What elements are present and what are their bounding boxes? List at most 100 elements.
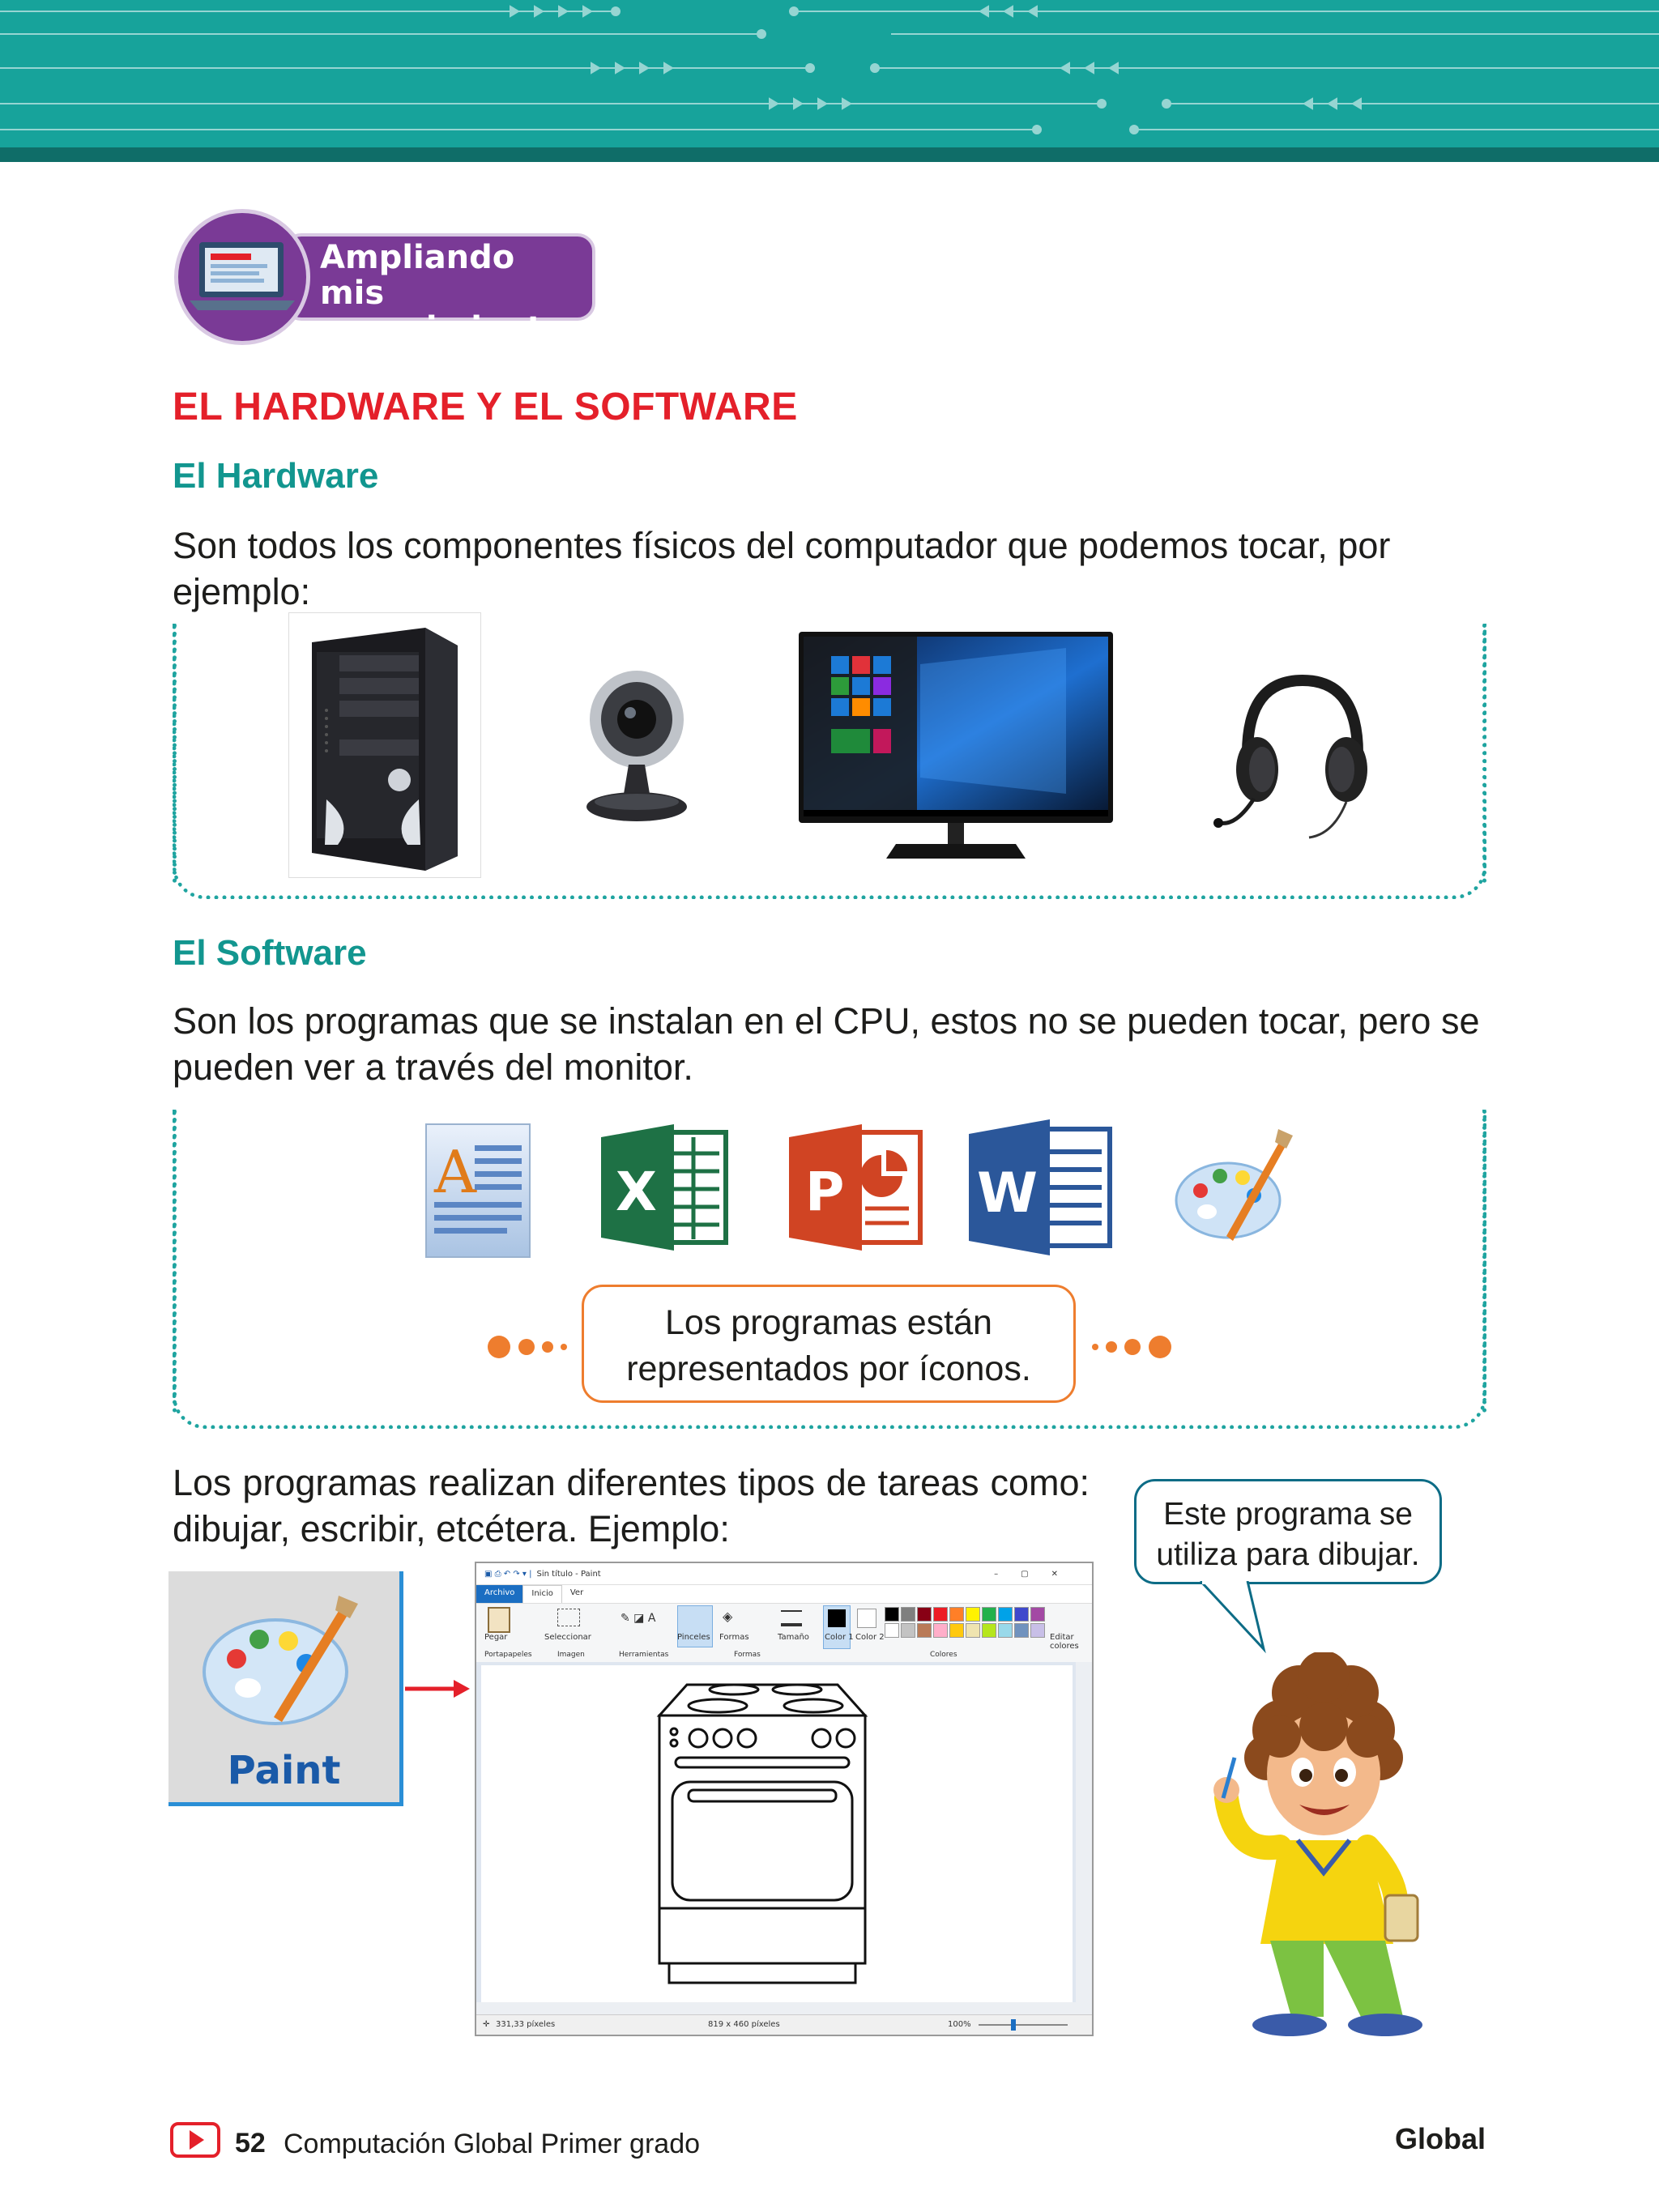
paint-tile-icon xyxy=(203,1596,358,1725)
programs-text: Los programas realizan diferentes tipos … xyxy=(173,1462,1090,1549)
excel-icon: X xyxy=(601,1124,728,1251)
palette-swatch[interactable] xyxy=(885,1623,899,1638)
palette-swatch[interactable] xyxy=(949,1623,964,1638)
paint-statusbar: ✛ 331,33 píxeles 819 x 460 píxeles 100% xyxy=(476,2014,1092,2035)
stove-drawing xyxy=(656,1683,868,1984)
paint-label: Paint xyxy=(227,1748,341,1793)
section-badge xyxy=(284,233,595,321)
publisher-brand: Global xyxy=(1395,2122,1486,2155)
palette-swatch[interactable] xyxy=(998,1623,1013,1638)
tab-inicio[interactable]: Inicio xyxy=(522,1585,562,1603)
palette-swatch[interactable] xyxy=(917,1607,932,1622)
vertical-scrollbar[interactable] xyxy=(1076,1662,1092,2015)
window-controls[interactable]: –▢✕ xyxy=(994,1569,1081,1579)
palette-swatch[interactable] xyxy=(1014,1607,1029,1622)
word-letter: W xyxy=(977,1161,1038,1225)
palette-swatch[interactable] xyxy=(949,1607,964,1622)
color2-selector[interactable] xyxy=(857,1609,876,1628)
palette-swatch[interactable] xyxy=(901,1607,915,1622)
palette-swatch[interactable] xyxy=(1030,1607,1045,1622)
badge-line-1: Ampliando mis xyxy=(320,239,515,312)
palette-swatch[interactable] xyxy=(901,1623,915,1638)
brushes-tool[interactable] xyxy=(677,1605,713,1647)
tool-color2: Color 2 xyxy=(855,1633,885,1642)
speech-bubble-tail xyxy=(1199,1581,1266,1654)
speech-line-1: Este programa se xyxy=(1163,1497,1413,1532)
paint-app-tile[interactable] xyxy=(168,1571,403,1806)
palette-swatch[interactable] xyxy=(966,1607,980,1622)
arrow-icon xyxy=(405,1680,470,1698)
boy-illustration xyxy=(1213,1652,1422,2036)
palette-swatch[interactable] xyxy=(885,1607,899,1622)
palette-swatch[interactable] xyxy=(982,1623,996,1638)
group-formas: Formas xyxy=(734,1651,761,1659)
cpu-tower-image xyxy=(288,612,481,878)
tool-seleccionar[interactable]: Seleccionar xyxy=(544,1633,591,1642)
paint-canvas[interactable] xyxy=(481,1665,1073,2004)
pencil-fill-text-icons[interactable]: ✎ ◪ A xyxy=(621,1612,656,1625)
badge-line-2: conocimientos xyxy=(320,310,584,347)
hardware-heading: El Hardware xyxy=(173,456,379,496)
powerpoint-letter: P xyxy=(805,1161,844,1223)
speech-bubble: Este programa se utiliza para dibujar. xyxy=(1134,1479,1442,1584)
paint-tabs: Archivo Inicio Ver xyxy=(476,1585,1092,1604)
paint-ribbon: Pegar Seleccionar ✎ ◪ A Pinceles ◈ Forma… xyxy=(476,1604,1092,1663)
tool-tamano[interactable]: Tamaño xyxy=(778,1633,809,1642)
tool-pinceles[interactable]: Pinceles xyxy=(677,1633,710,1642)
speech-line-2: utiliza para dibujar. xyxy=(1156,1537,1420,1572)
callout-line-2: representados por íconos. xyxy=(626,1349,1031,1388)
paint-titlebar: ▣ ⎙ ↶ ↷ ▾ | Sin título - Paint –▢✕ xyxy=(476,1563,1092,1585)
monitor-image xyxy=(799,632,1113,859)
palette-swatch[interactable] xyxy=(966,1623,980,1638)
software-text: Son los programas que se instalan en el … xyxy=(173,1000,1480,1088)
palette-swatch[interactable] xyxy=(933,1607,948,1622)
header-band xyxy=(0,0,1659,162)
zoom-slider[interactable] xyxy=(979,2019,1068,2031)
palette-swatch[interactable] xyxy=(917,1623,932,1638)
status-position: 331,33 píxeles xyxy=(496,2020,556,2029)
badge-circle xyxy=(174,209,310,345)
paste-icon[interactable] xyxy=(488,1607,510,1633)
play-icon xyxy=(170,2122,220,2158)
icons-callout: Los programas están representados por íc… xyxy=(582,1285,1076,1403)
group-portapapeles: Portapapeles xyxy=(484,1651,532,1659)
webcam-image xyxy=(586,671,687,821)
palette-swatch[interactable] xyxy=(1014,1623,1029,1638)
word-icon: W xyxy=(969,1119,1112,1255)
laptop-icon xyxy=(190,242,295,310)
horizontal-scrollbar[interactable] xyxy=(476,2002,1076,2015)
wordpad-letter: A xyxy=(433,1138,477,1206)
tool-color1: Color 1 xyxy=(825,1633,854,1642)
hardware-text: Son todos los componentes físicos del co… xyxy=(173,525,1391,612)
page-title: EL HARDWARE Y EL SOFTWARE xyxy=(173,386,798,428)
group-colores: Colores xyxy=(930,1651,957,1659)
palette-swatch[interactable] xyxy=(998,1607,1013,1622)
palette-swatch[interactable] xyxy=(933,1623,948,1638)
callout-dots-right xyxy=(1084,1332,1173,1366)
headset-image xyxy=(1213,674,1367,839)
circuit-lines-decoration xyxy=(0,5,1659,134)
tool-pegar[interactable]: Pegar xyxy=(484,1633,508,1642)
tool-formas[interactable]: Formas xyxy=(719,1633,749,1642)
callout-dots-left xyxy=(486,1332,575,1366)
software-heading: El Software xyxy=(173,933,367,973)
select-icon[interactable] xyxy=(557,1609,580,1626)
palette-swatch[interactable] xyxy=(982,1607,996,1622)
paint-canvas-area xyxy=(476,1662,1092,2015)
status-size: 819 x 460 píxeles xyxy=(708,2020,780,2029)
shapes-icon[interactable]: ◈ xyxy=(723,1609,733,1624)
palette-swatch[interactable] xyxy=(1030,1623,1045,1638)
size-icon[interactable] xyxy=(781,1610,802,1626)
group-herramientas: Herramientas xyxy=(619,1651,669,1659)
tab-ver[interactable]: Ver xyxy=(569,1588,584,1597)
group-imagen: Imagen xyxy=(557,1651,585,1659)
paint-window-title: Sin título - Paint xyxy=(536,1569,601,1579)
excel-letter: X xyxy=(616,1161,657,1223)
page-number: 52 xyxy=(235,2128,266,2159)
paint-icon xyxy=(1175,1129,1293,1241)
tab-archivo[interactable]: Archivo xyxy=(476,1585,523,1603)
color1-selector[interactable] xyxy=(823,1605,851,1649)
book-title: Computación Global Primer grado xyxy=(284,2129,701,2159)
paint-window: ▣ ⎙ ↶ ↷ ▾ | Sin título - Paint –▢✕ Archi… xyxy=(475,1562,1094,2036)
tool-editar-colores[interactable]: Editar colores xyxy=(1050,1633,1079,1651)
